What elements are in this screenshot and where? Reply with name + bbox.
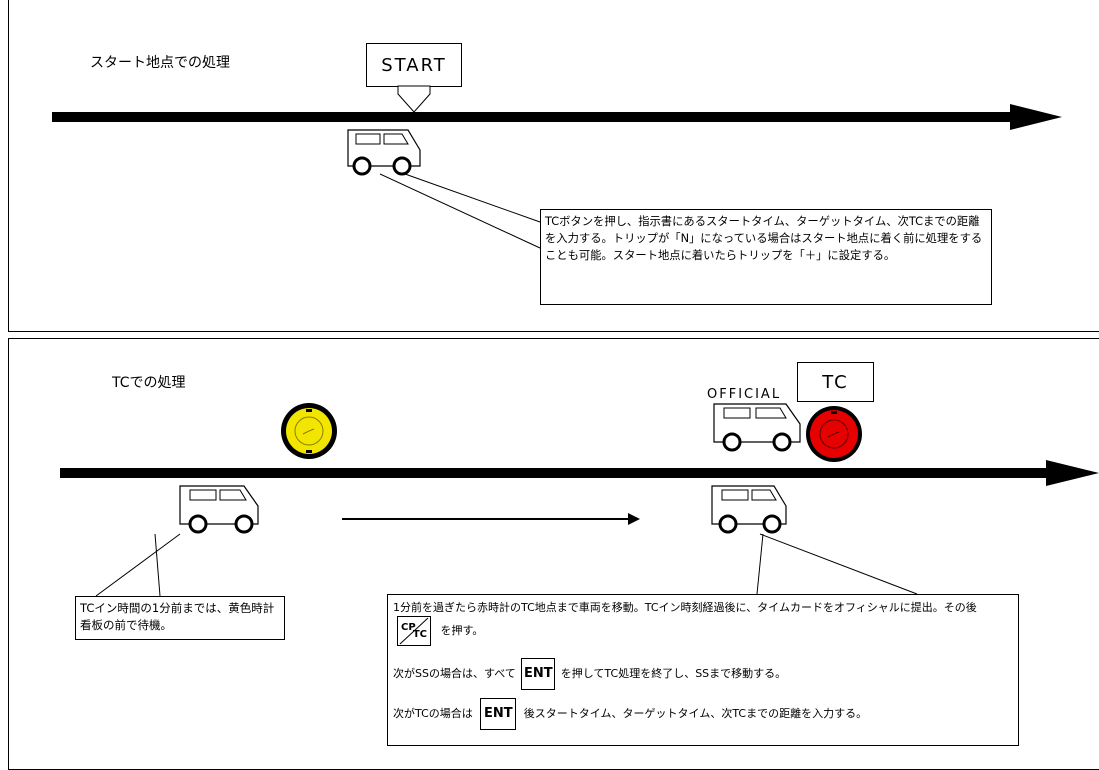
main-callout-line2-after: を押してTC処理を終了し、SSまで移動する。 — [560, 667, 787, 680]
car-icon — [713, 403, 801, 452]
main-callout-line1: 1分前を過ぎたら赤時計のTC地点まで車両を移動。TCイン時刻経過後に、タイムカー… — [393, 599, 1013, 646]
main-callout-line3-before: 次がTCの場合は — [393, 707, 473, 720]
tc-button-label: TC — [412, 629, 427, 640]
official-label: OFFICIAL — [707, 387, 782, 402]
tc-diagram — [60, 403, 1099, 597]
ent-button[interactable]: ENT — [480, 698, 517, 730]
car-icon — [179, 485, 259, 534]
main-callout-line3-after: 後スタートタイム、ターゲットタイム、次TCまでの距離を入力する。 — [523, 707, 868, 720]
ent-button[interactable]: ENT — [521, 658, 556, 690]
start-callout-pointer-b — [404, 173, 541, 223]
start-sign-pointer — [397, 85, 431, 113]
move-arrowhead — [628, 513, 640, 525]
main-callout-pointer-b — [759, 533, 918, 595]
main-callout-line3: 次がTCの場合は ENT 後スタートタイム、ターゲットタイム、次TCまでの距離を… — [393, 698, 1013, 730]
main-callout-line2-before: 次がSSの場合は、すべて — [393, 667, 516, 680]
tc-panel-title: TCでの処理 — [112, 375, 186, 391]
wait-callout-text: TCイン時間の1分前までは、黄色時計看板の前で待機。 — [80, 601, 275, 632]
main-callout-line1-after: を押す。 — [440, 624, 484, 637]
cp-tc-button[interactable]: CP TC — [397, 616, 431, 646]
start-track-line — [52, 112, 1012, 122]
tc-track-line — [60, 468, 1050, 478]
main-callout: 1分前を過ぎたら赤時計のTC地点まで車両を移動。TCイン時刻経過後に、タイムカー… — [387, 594, 1019, 746]
main-callout-line2: 次がSSの場合は、すべて ENT を押してTC処理を終了し、SSまで移動する。 — [393, 658, 1013, 690]
yellow-clock-icon — [281, 403, 337, 459]
divider-slash — [399, 617, 429, 645]
car-icon — [711, 485, 787, 534]
wait-callout-pointer-b — [154, 533, 161, 597]
tc-track-arrowhead — [1046, 460, 1099, 486]
start-diagram — [52, 85, 1062, 249]
start-track-arrowhead — [1010, 104, 1062, 130]
red-clock-icon — [806, 406, 862, 462]
wait-callout: TCイン時間の1分前までは、黄色時計看板の前で待機。 — [75, 596, 285, 640]
start-sign: START — [366, 43, 462, 87]
start-callout: TCボタンを押し、指示書にあるスタートタイム、ターゲットタイム、次TCまでの距離… — [540, 209, 992, 305]
start-panel-title: スタート地点での処理 — [90, 55, 230, 71]
main-callout-line1-text: 1分前を過ぎたら赤時計のTC地点まで車両を移動。TCイン時刻経過後に、タイムカー… — [393, 601, 977, 614]
tc-sign: TC — [797, 362, 874, 402]
main-callout-pointer-a — [756, 533, 764, 595]
car-icon — [347, 129, 421, 176]
cp-button-label: CP — [401, 622, 416, 633]
start-callout-pointer-a — [379, 173, 541, 249]
wait-callout-pointer-a — [95, 533, 181, 597]
